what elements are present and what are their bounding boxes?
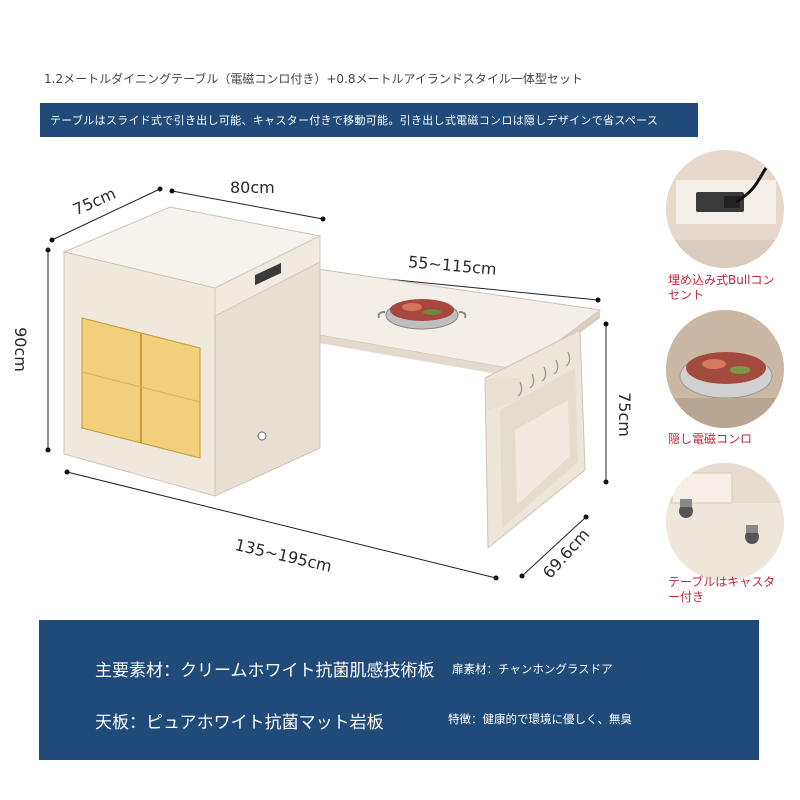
hot-pot-on-table [377, 299, 467, 330]
spec-top-material: 天板：ピュアホワイト抗菌マット岩板 [95, 713, 384, 733]
dim-height-cab-label: 90cm [10, 327, 30, 372]
dim-width-label: 80cm [230, 178, 275, 197]
dim-line-depth [49, 186, 163, 243]
dim-line-table-depth [519, 514, 589, 579]
dim-line-total [64, 469, 499, 581]
spec-main-material: 主要素材：クリームホワイト抗菌肌感技術板 [95, 661, 435, 681]
dim-height-table-label: 75cm [614, 392, 634, 437]
spec-panel: 主要素材：クリームホワイト抗菌肌感技術板 扉素材：チャンホングラスドア 天板：ピ… [39, 620, 759, 760]
info-banner: テーブルはスライド式で引き出し可能、キャスター付きで移動可能。引き出し式電磁コン… [40, 103, 698, 137]
feature-caster-circle [666, 463, 784, 581]
power-socket-icon [666, 150, 784, 268]
caster-wheel-icon [666, 463, 784, 581]
feature-socket-circle [666, 150, 784, 268]
dim-line-width [169, 188, 326, 222]
feature-socket-caption: 埋め込み式Bullコンセント [668, 273, 775, 302]
hot-pot-icon [666, 310, 784, 428]
feature-caster-caption: テーブルはキャスター付き [668, 575, 776, 604]
feature-stove-circle [666, 310, 784, 428]
spec-door-material: 扉素材：チャンホングラスドア [452, 662, 613, 676]
feature-stove-caption: 隠し電磁コンロ [668, 432, 753, 446]
page-title: 1.2メートルダイニングテーブル（電磁コンロ付き）+0.8メートルアイランドスタ… [44, 72, 583, 86]
banner-text: テーブルはスライド式で引き出し可能、キャスター付きで移動可能。引き出し式電磁コン… [50, 114, 659, 127]
spec-feature: 特徴：健康的で環境に優しく、無臭 [448, 712, 632, 726]
